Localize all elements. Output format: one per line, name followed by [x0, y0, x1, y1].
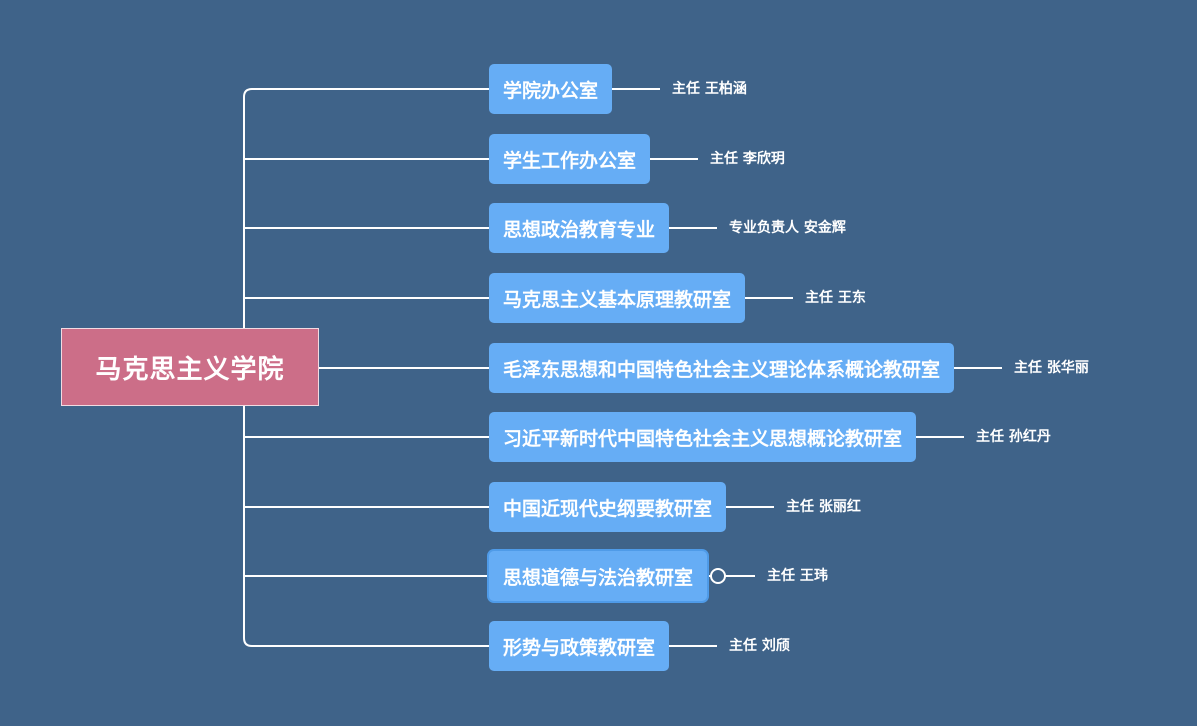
- branch-node-4[interactable]: 马克思主义基本原理教研室: [489, 273, 746, 323]
- branch-node-2[interactable]: 学生工作办公室: [489, 134, 651, 184]
- collapse-toggle-icon[interactable]: [710, 568, 726, 584]
- branch-node-label: 中国近现代史纲要教研室: [503, 497, 713, 520]
- leaf-node-1[interactable]: 主任 王柏涵: [672, 81, 747, 97]
- leaf-node-6[interactable]: 主任 孙红丹: [976, 429, 1051, 445]
- branch-node-label: 毛泽东思想和中国特色社会主义理论体系概论教研室: [503, 358, 941, 381]
- branch-node-3[interactable]: 思想政治教育专业: [489, 203, 670, 253]
- branch-node-9[interactable]: 形势与政策教研室: [489, 621, 670, 671]
- leaf-node-8[interactable]: 主任 王玮: [767, 568, 828, 584]
- branch-node-label: 习近平新时代中国特色社会主义思想概论教研室: [503, 427, 903, 450]
- root-node-label: 马克思主义学院: [95, 354, 285, 385]
- leaf-node-2[interactable]: 主任 李欣玥: [710, 151, 785, 167]
- root-node[interactable]: 马克思主义学院: [61, 328, 319, 406]
- branch-node-1[interactable]: 学院办公室: [489, 64, 613, 114]
- branch-node-8[interactable]: 思想道德与法治教研室: [489, 551, 708, 601]
- leaf-node-4[interactable]: 主任 王东: [805, 290, 866, 306]
- branch-node-label: 思想道德与法治教研室: [503, 566, 694, 589]
- branch-node-label: 思想政治教育专业: [503, 218, 656, 241]
- leaf-node-9[interactable]: 主任 刘颀: [729, 638, 790, 654]
- leaf-node-3[interactable]: 专业负责人 安金辉: [729, 220, 846, 236]
- branch-node-7[interactable]: 中国近现代史纲要教研室: [489, 482, 727, 532]
- branch-node-label: 形势与政策教研室: [503, 636, 656, 659]
- branch-node-6[interactable]: 习近平新时代中国特色社会主义思想概论教研室: [489, 412, 917, 462]
- leaf-node-5[interactable]: 主任 张华丽: [1014, 360, 1089, 376]
- branch-node-label: 学院办公室: [503, 79, 599, 102]
- branch-node-5[interactable]: 毛泽东思想和中国特色社会主义理论体系概论教研室: [489, 343, 955, 393]
- branch-node-label: 马克思主义基本原理教研室: [503, 288, 732, 311]
- branch-node-label: 学生工作办公室: [503, 149, 637, 172]
- leaf-node-7[interactable]: 主任 张丽红: [786, 499, 861, 515]
- branch-connector: [243, 88, 489, 98]
- branch-connector: [243, 637, 489, 647]
